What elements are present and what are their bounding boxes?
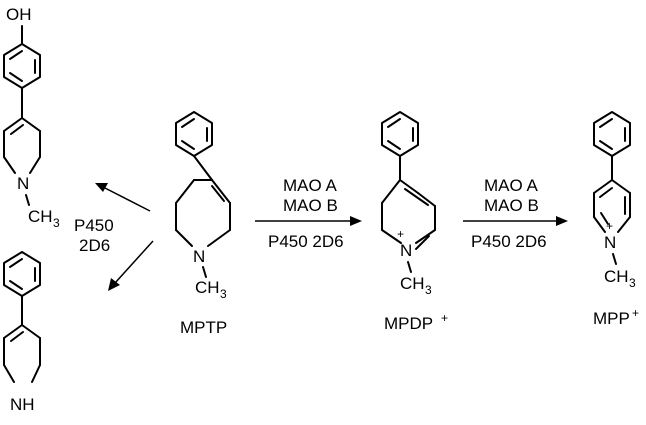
arrow-step2: MAO A MAO B P450 2D6	[463, 176, 568, 251]
step2-arrow-head	[556, 216, 568, 226]
mptp-methyl: CH	[195, 278, 220, 297]
mpp-name-charge: +	[632, 306, 639, 320]
mpdp-structure: + N CH 3 MPDP +	[381, 111, 448, 333]
mpp-n-atom: N	[604, 233, 616, 252]
mptp-methyl-sub: 3	[220, 287, 227, 301]
mpp-structure: + N CH 3 MPP +	[593, 111, 639, 328]
nh-label: NH	[10, 395, 35, 414]
mptp-n-atom: N	[193, 247, 205, 266]
mpp-charge: +	[606, 219, 613, 233]
methyl-hydroxy: CH	[28, 207, 53, 226]
mpp-methyl: CH	[604, 267, 629, 286]
side-arrows: P450 2D6	[74, 183, 154, 291]
side-enzyme-line2: 2D6	[79, 236, 110, 255]
hydroxyl-label: OH	[6, 5, 32, 24]
demethyl-product: NH	[3, 251, 41, 414]
hydroxyphenyl-product: OH N CH 3	[3, 5, 60, 230]
step2-enzyme-line1: MAO A	[484, 176, 539, 195]
arrow-head-up	[95, 183, 108, 192]
mptp-structure: N CH 3 MPTP	[175, 111, 231, 337]
step1-enzyme-line1: MAO A	[283, 176, 338, 195]
side-enzyme-line1: P450	[74, 216, 114, 235]
step1-enzyme-line3: P450 2D6	[268, 232, 344, 251]
mpp-methyl-sub: 3	[629, 276, 636, 290]
mpdp-charge: +	[397, 227, 404, 241]
step2-enzyme-line3: P450 2D6	[471, 232, 547, 251]
mpp-name: MPP	[593, 309, 630, 328]
step1-enzyme-line2: MAO B	[283, 196, 338, 215]
mptp-name: MPTP	[180, 318, 227, 337]
methyl-hydroxy-sub: 3	[53, 216, 60, 230]
mpdp-n-atom: N	[400, 241, 412, 260]
arrow-head-down	[108, 278, 120, 291]
step2-enzyme-line2: MAO B	[484, 196, 539, 215]
n-atom-hydroxy: N	[17, 174, 29, 193]
mpdp-methyl: CH	[400, 274, 425, 293]
mpdp-name: MPDP	[384, 314, 433, 333]
arrow-step1: MAO A MAO B P450 2D6	[255, 176, 362, 251]
mpdp-name-charge: +	[441, 311, 448, 325]
mpdp-methyl-sub: 3	[425, 283, 432, 297]
step1-arrow-head	[350, 216, 362, 226]
